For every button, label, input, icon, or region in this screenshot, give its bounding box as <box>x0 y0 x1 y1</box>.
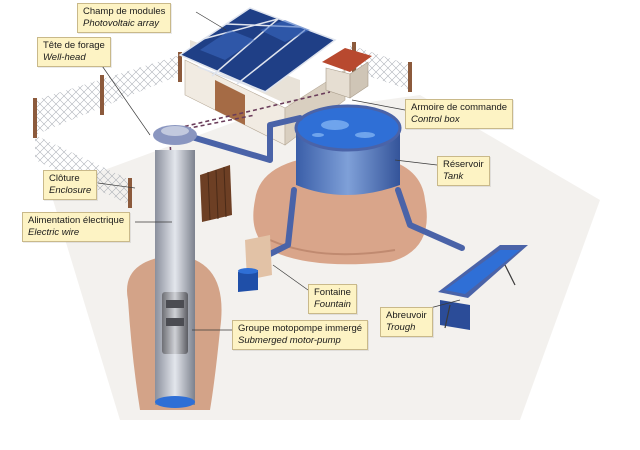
electric-wire-label-fr: Alimentation électrique <box>28 215 124 227</box>
control-box-label-fr: Armoire de commande <box>411 102 507 114</box>
fountain-label-en: Fountain <box>314 299 351 311</box>
fountain-label-fr: Fontaine <box>314 287 351 299</box>
electric-wire-label-en: Electric wire <box>28 227 124 239</box>
pv-array-label-en: Photovoltaic array <box>83 18 165 30</box>
fountain-label: Fontaine Fountain <box>308 284 357 314</box>
motor-pump-label: Groupe motopompe immergé Submerged motor… <box>232 320 368 350</box>
well-head-label: Tête de forage Well-head <box>37 37 111 67</box>
well-head-label-fr: Tête de forage <box>43 40 105 52</box>
electric-wire-label: Alimentation électrique Electric wire <box>22 212 130 242</box>
trough-label: Abreuvoir Trough <box>380 307 433 337</box>
tank-label-fr: Réservoir <box>443 159 484 171</box>
tank-label: Réservoir Tank <box>437 156 490 186</box>
motor-pump-label-fr: Groupe motopompe immergé <box>238 323 362 335</box>
control-box-label: Armoire de commande Control box <box>405 99 513 129</box>
enclosure-label: Clôture Enclosure <box>43 170 97 200</box>
gate <box>200 165 232 222</box>
control-box-label-en: Control box <box>411 114 507 126</box>
tank-label-en: Tank <box>443 171 484 183</box>
tank <box>296 106 400 195</box>
motor-pump-label-en: Submerged motor-pump <box>238 335 362 347</box>
pv-array-label: Champ de modules Photovoltaic array <box>77 3 171 33</box>
well-head-label-en: Well-head <box>43 52 105 64</box>
submerged-motor-pump <box>162 292 188 354</box>
enclosure-label-fr: Clôture <box>49 173 91 185</box>
trough-label-en: Trough <box>386 322 427 334</box>
enclosure-label-en: Enclosure <box>49 185 91 197</box>
well-head <box>153 125 197 145</box>
trough-label-fr: Abreuvoir <box>386 310 427 322</box>
control-box-shed <box>322 48 372 98</box>
pv-array-label-fr: Champ de modules <box>83 6 165 18</box>
